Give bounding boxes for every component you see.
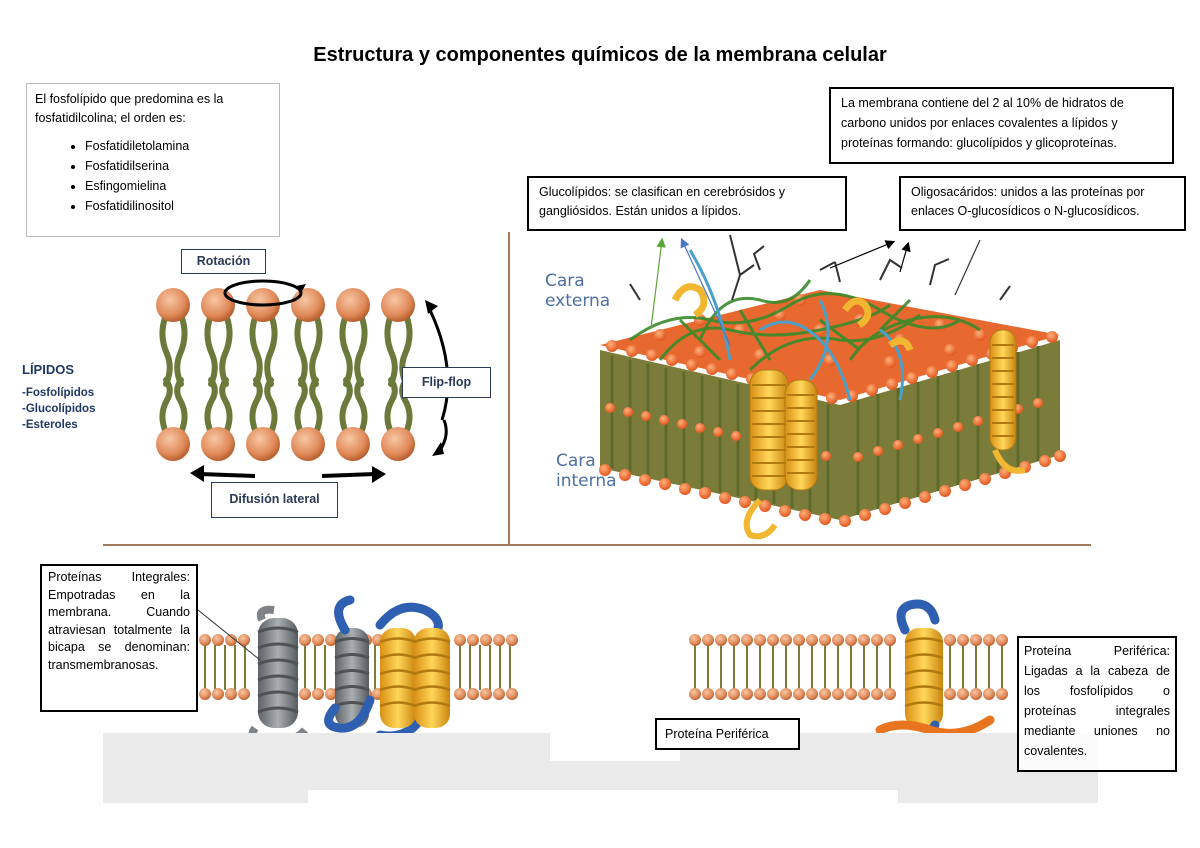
inner-face-text: Cara interna — [556, 451, 617, 491]
oligosaccharides-info-box: Oligosacáridos: unidos a las proteínas p… — [899, 176, 1186, 231]
list-item: Esfingomielina — [85, 176, 271, 196]
glycolipids-info-box: Glucolípidos: se clasifican en cerebrósi… — [527, 176, 847, 231]
lipid-item: -Glucolípidos — [22, 403, 96, 415]
phospholipid-info-box: El fosfolípido que predomina es la fosfa… — [26, 83, 280, 237]
outer-face-label: Cara externa — [545, 271, 625, 311]
outer-face-text: Cara externa — [545, 271, 611, 311]
peripheral-proteins-box: Proteína Periférica: Ligadas a la cabeza… — [1017, 636, 1177, 772]
horizontal-divider — [103, 544, 1091, 546]
phospholipid-bilayer — [156, 279, 450, 483]
rotation-label: Rotación — [181, 249, 266, 274]
lateral-diffusion-label: Difusión lateral — [211, 482, 338, 518]
lipid-item: -Fosfolípidos — [22, 387, 95, 399]
phospholipid-list: Fosfatidiletolamina Fosfatidilserina Esf… — [35, 136, 271, 216]
integral-proteins-box: Proteínas Integrales: Empotradas en la m… — [40, 564, 198, 712]
page-title: Estructura y componentes químicos de la … — [313, 44, 887, 66]
list-item: Fosfatidilinositol — [85, 196, 271, 216]
peripheral-protein-label: Proteína Periférica — [655, 718, 800, 750]
bottom-band-gap — [308, 790, 898, 806]
vertical-divider — [508, 232, 510, 546]
membrane-3d-block — [599, 234, 1066, 540]
phospholipid-intro: El fosfolípido que predomina es la fosfa… — [35, 92, 224, 125]
list-item: Fosfatidilserina — [85, 156, 271, 176]
flipflop-label: Flip-flop — [402, 367, 491, 398]
carbohydrates-info-box: La membrana contiene del 2 al 10% de hid… — [829, 87, 1174, 164]
list-item: Fosfatidiletolamina — [85, 136, 271, 156]
inner-face-label: Cara interna — [556, 451, 626, 491]
lipids-heading: LÍPIDOS — [22, 362, 75, 377]
integral-protein-bilayer — [197, 595, 518, 745]
lipid-item: -Esteroles — [22, 419, 78, 431]
lipids-section: LÍPIDOS -Fosfolípidos -Glucolípidos -Est… — [22, 362, 95, 433]
